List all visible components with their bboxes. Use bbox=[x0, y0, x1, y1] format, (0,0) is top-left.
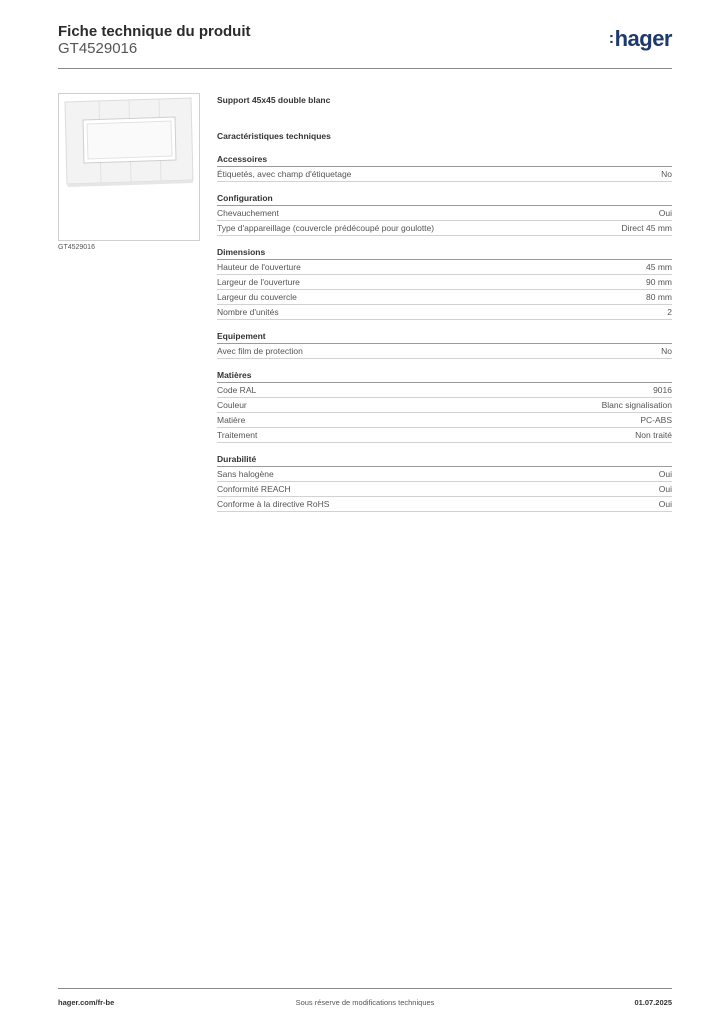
spec-value: No bbox=[661, 169, 672, 179]
spec-label: Nombre d'unités bbox=[217, 307, 279, 317]
spec-value: 2 bbox=[667, 307, 672, 317]
spec-label: Couleur bbox=[217, 400, 247, 410]
spec-label: Code RAL bbox=[217, 385, 257, 395]
spec-content: Support 45x45 double blanc Caractéristiq… bbox=[217, 93, 672, 512]
spec-group-dimensions: Dimensions Hauteur de l'ouverture 45 mm L… bbox=[217, 245, 672, 320]
spec-value: Non traité bbox=[635, 430, 672, 440]
spec-row: Chevauchement Oui bbox=[217, 206, 672, 221]
wall-plate-icon bbox=[59, 94, 199, 240]
spec-row: Largeur du couvercle 80 mm bbox=[217, 290, 672, 305]
hager-logo[interactable]: :hager bbox=[608, 26, 673, 52]
spec-group-matieres: Matières Code RAL 9016 Couleur Blanc signa… bbox=[217, 368, 672, 443]
spec-row: Nombre d'unités 2 bbox=[217, 305, 672, 320]
page-header: Fiche technique du produit GT4529016 :ha… bbox=[58, 20, 673, 68]
spec-group-title: Matières bbox=[217, 368, 672, 383]
spec-group-equipement: Equipement Avec film de protection No bbox=[217, 329, 672, 359]
spec-label: Chevauchement bbox=[217, 208, 279, 218]
product-image-caption: GT4529016 bbox=[58, 244, 95, 251]
spec-label: Type d'appareillage (couvercle prédécoup… bbox=[217, 223, 435, 233]
spec-group-title: Equipement bbox=[217, 329, 672, 344]
spec-label: Matière bbox=[217, 415, 246, 425]
footer-website-link[interactable]: hager.com/fr-be bbox=[58, 998, 115, 1007]
spec-row: Type d'appareillage (couvercle prédécoup… bbox=[217, 221, 672, 236]
spec-row: Étiquetés, avec champ d'étiquetage No bbox=[217, 167, 672, 182]
page-footer: hager.com/fr-be Sous réserve de modifica… bbox=[58, 998, 672, 1010]
spec-value: Oui bbox=[658, 484, 672, 494]
spec-group-title: Accessoires bbox=[217, 152, 672, 167]
spec-value: 90 mm bbox=[646, 277, 672, 287]
spec-row: Largeur de l'ouverture 90 mm bbox=[217, 275, 672, 290]
spec-label: Avec film de protection bbox=[217, 346, 303, 356]
logo-text: hager bbox=[614, 26, 673, 51]
footer-divider bbox=[58, 988, 672, 989]
logo-dots-icon: : bbox=[608, 30, 614, 47]
spec-value: 80 mm bbox=[646, 292, 672, 302]
spec-row: Conformité REACH Oui bbox=[217, 482, 672, 497]
spec-group-configuration: Configuration Chevauchement Oui Type d'ap… bbox=[217, 191, 672, 236]
spec-label: Étiquetés, avec champ d'étiquetage bbox=[217, 169, 352, 179]
spec-label: Largeur de l'ouverture bbox=[217, 277, 300, 287]
spec-row: Code RAL 9016 bbox=[217, 383, 672, 398]
spec-value: PC-ABS bbox=[640, 415, 672, 425]
document-title: Fiche technique du produit bbox=[58, 23, 251, 40]
spec-label: Traitement bbox=[217, 430, 258, 440]
spec-label: Conformité REACH bbox=[217, 484, 291, 494]
spec-row: Couleur Blanc signalisation bbox=[217, 398, 672, 413]
product-image bbox=[58, 93, 200, 241]
spec-value: 9016 bbox=[653, 385, 672, 395]
spec-group-accessoires: Accessoires Étiquetés, avec champ d'étiq… bbox=[217, 152, 672, 182]
spec-value: 45 mm bbox=[646, 262, 672, 272]
spec-label: Sans halogène bbox=[217, 469, 274, 479]
spec-value: Direct 45 mm bbox=[621, 223, 672, 233]
product-name: Support 45x45 double blanc bbox=[217, 95, 331, 105]
spec-heading: Caractéristiques techniques bbox=[217, 131, 331, 141]
footer-notice: Sous réserve de modifications techniques bbox=[295, 998, 435, 1007]
footer-date: 01.07.2025 bbox=[634, 998, 672, 1007]
product-reference: GT4529016 bbox=[58, 40, 138, 57]
spec-value: Blanc signalisation bbox=[601, 400, 672, 410]
spec-row: Matière PC-ABS bbox=[217, 413, 672, 428]
spec-row: Conforme à la directive RoHS Oui bbox=[217, 497, 672, 512]
spec-value: Oui bbox=[658, 208, 672, 218]
spec-row: Hauteur de l'ouverture 45 mm bbox=[217, 260, 672, 275]
spec-row: Avec film de protection No bbox=[217, 344, 672, 359]
spec-row: Traitement Non traité bbox=[217, 428, 672, 443]
spec-label: Hauteur de l'ouverture bbox=[217, 262, 301, 272]
spec-value: No bbox=[661, 346, 672, 356]
spec-label: Conforme à la directive RoHS bbox=[217, 499, 330, 509]
spec-group-title: Configuration bbox=[217, 191, 672, 206]
spec-row: Sans halogène Oui bbox=[217, 467, 672, 482]
spec-group-title: Dimensions bbox=[217, 245, 672, 260]
header-divider bbox=[58, 68, 672, 69]
spec-label: Largeur du couvercle bbox=[217, 292, 297, 302]
spec-value: Oui bbox=[658, 469, 672, 479]
spec-value: Oui bbox=[658, 499, 672, 509]
spec-group-title: Durabilité bbox=[217, 452, 672, 467]
